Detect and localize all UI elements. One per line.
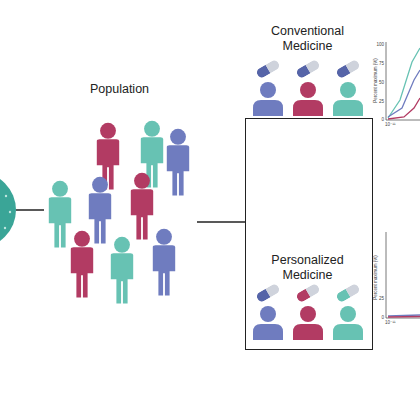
person-figure — [153, 229, 175, 296]
person-bust — [333, 306, 363, 340]
capsule — [295, 283, 321, 304]
source-circle — [0, 172, 16, 248]
response-curve — [388, 315, 420, 316]
population-group: Population — [42, 80, 197, 340]
node-heading: Population — [42, 82, 197, 97]
person-bust — [293, 82, 323, 116]
tick-label: 25 — [370, 296, 384, 301]
connector-line — [197, 221, 245, 223]
connector-line — [16, 209, 44, 211]
tick-label: 25 — [370, 99, 384, 104]
node-heading: Personalized Medicine — [263, 253, 353, 283]
person-bust — [253, 82, 283, 116]
chart-axis — [386, 42, 387, 120]
person-figure — [131, 173, 153, 240]
dot — [5, 195, 7, 197]
person-bust — [333, 82, 363, 116]
capsule — [295, 59, 321, 80]
response-curve — [388, 98, 420, 119]
dot — [4, 227, 6, 229]
tick-label: 100 — [370, 42, 384, 47]
tick-label: 75 — [370, 61, 384, 66]
tick-label: 50 — [370, 80, 384, 85]
tick-label: 10⁻¹¹ — [385, 320, 401, 325]
tick-label: 10⁻¹¹ — [385, 122, 401, 127]
chart-axis — [386, 120, 420, 121]
dot — [9, 211, 11, 213]
person-bust — [293, 306, 323, 340]
person-figure — [111, 237, 133, 304]
capsule — [255, 59, 281, 80]
person-bust — [253, 306, 283, 340]
chart-axis — [386, 232, 387, 318]
person-figure — [89, 177, 111, 244]
person-figure — [49, 181, 71, 248]
response-curve — [388, 316, 420, 318]
axis-title: Percent maximum (%) — [373, 255, 378, 301]
person-figure — [71, 231, 93, 298]
tick-label: 0 — [370, 315, 384, 320]
person-figure — [167, 129, 189, 196]
capsule — [335, 283, 361, 304]
response-curve — [388, 48, 420, 118]
treatment-box: Personalized Medicine — [245, 118, 373, 350]
capsule — [255, 283, 281, 304]
tick-label: 0 — [370, 117, 384, 122]
treatment-group: Conventional Medicine — [245, 24, 370, 118]
axis-title: Percent maximum (%) — [373, 58, 378, 104]
capsule — [335, 59, 361, 80]
chart-axis — [386, 318, 420, 319]
response-curve — [388, 70, 420, 117]
node-heading: Conventional Medicine — [263, 24, 353, 54]
